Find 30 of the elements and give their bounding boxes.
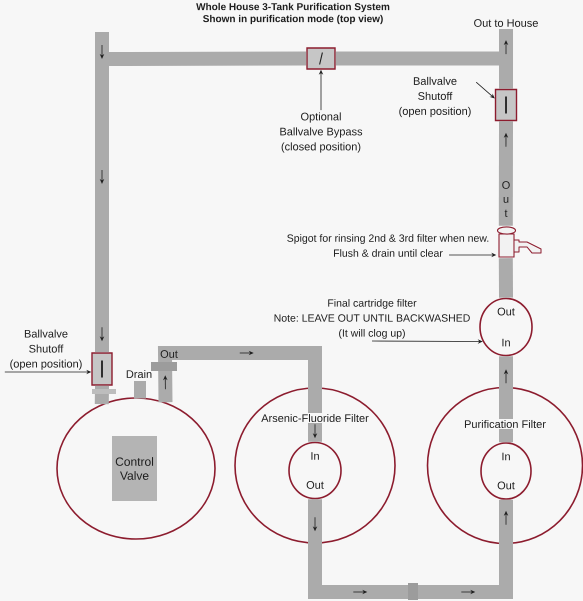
control-valve-box: Control Valve [112, 436, 157, 501]
valve-box [494, 88, 518, 122]
callout-text: Final cartridge filter Note: LEAVE OUT UNTIL BACKWASHED (It will clog up) [274, 299, 470, 339]
spigot [496, 226, 542, 258]
pipe [498, 121, 513, 226]
pipe [499, 356, 513, 442]
drain-label: Drain [126, 370, 152, 378]
pipe-label: Out [159, 349, 179, 359]
callout-text: Optional Ballvalve Bypass (closed position) [280, 112, 362, 153]
pipe [308, 499, 513, 599]
subtitle: Shown in purification mode (top view) [203, 14, 383, 24]
pipe [498, 258, 513, 298]
title: Whole House 3-Tank Purification System [196, 2, 390, 12]
callout-text: Ballvalve Shutoff (open position) [10, 330, 82, 370]
pipe [94, 386, 109, 404]
pipe-label: Out [500, 180, 512, 218]
tank-heading: Arsenic-Fluoride Filter [260, 412, 370, 424]
tank [56, 397, 216, 540]
pipe [158, 346, 322, 442]
valve-box [306, 47, 336, 70]
tank-heading: Purification Filter [463, 418, 547, 430]
callout-text: Ballvalve Shutoff (open position) [399, 76, 471, 118]
pipe [95, 32, 109, 352]
callout-text: Spigot for rinsing 2nd & 3rd filter when new. Flush & drain until clear [287, 234, 488, 257]
pipe [108, 52, 306, 66]
tank [426, 386, 583, 544]
tank [234, 387, 396, 544]
pipe [499, 29, 513, 89]
valve-box [91, 352, 113, 386]
outlet-label: Out to House [474, 19, 538, 27]
